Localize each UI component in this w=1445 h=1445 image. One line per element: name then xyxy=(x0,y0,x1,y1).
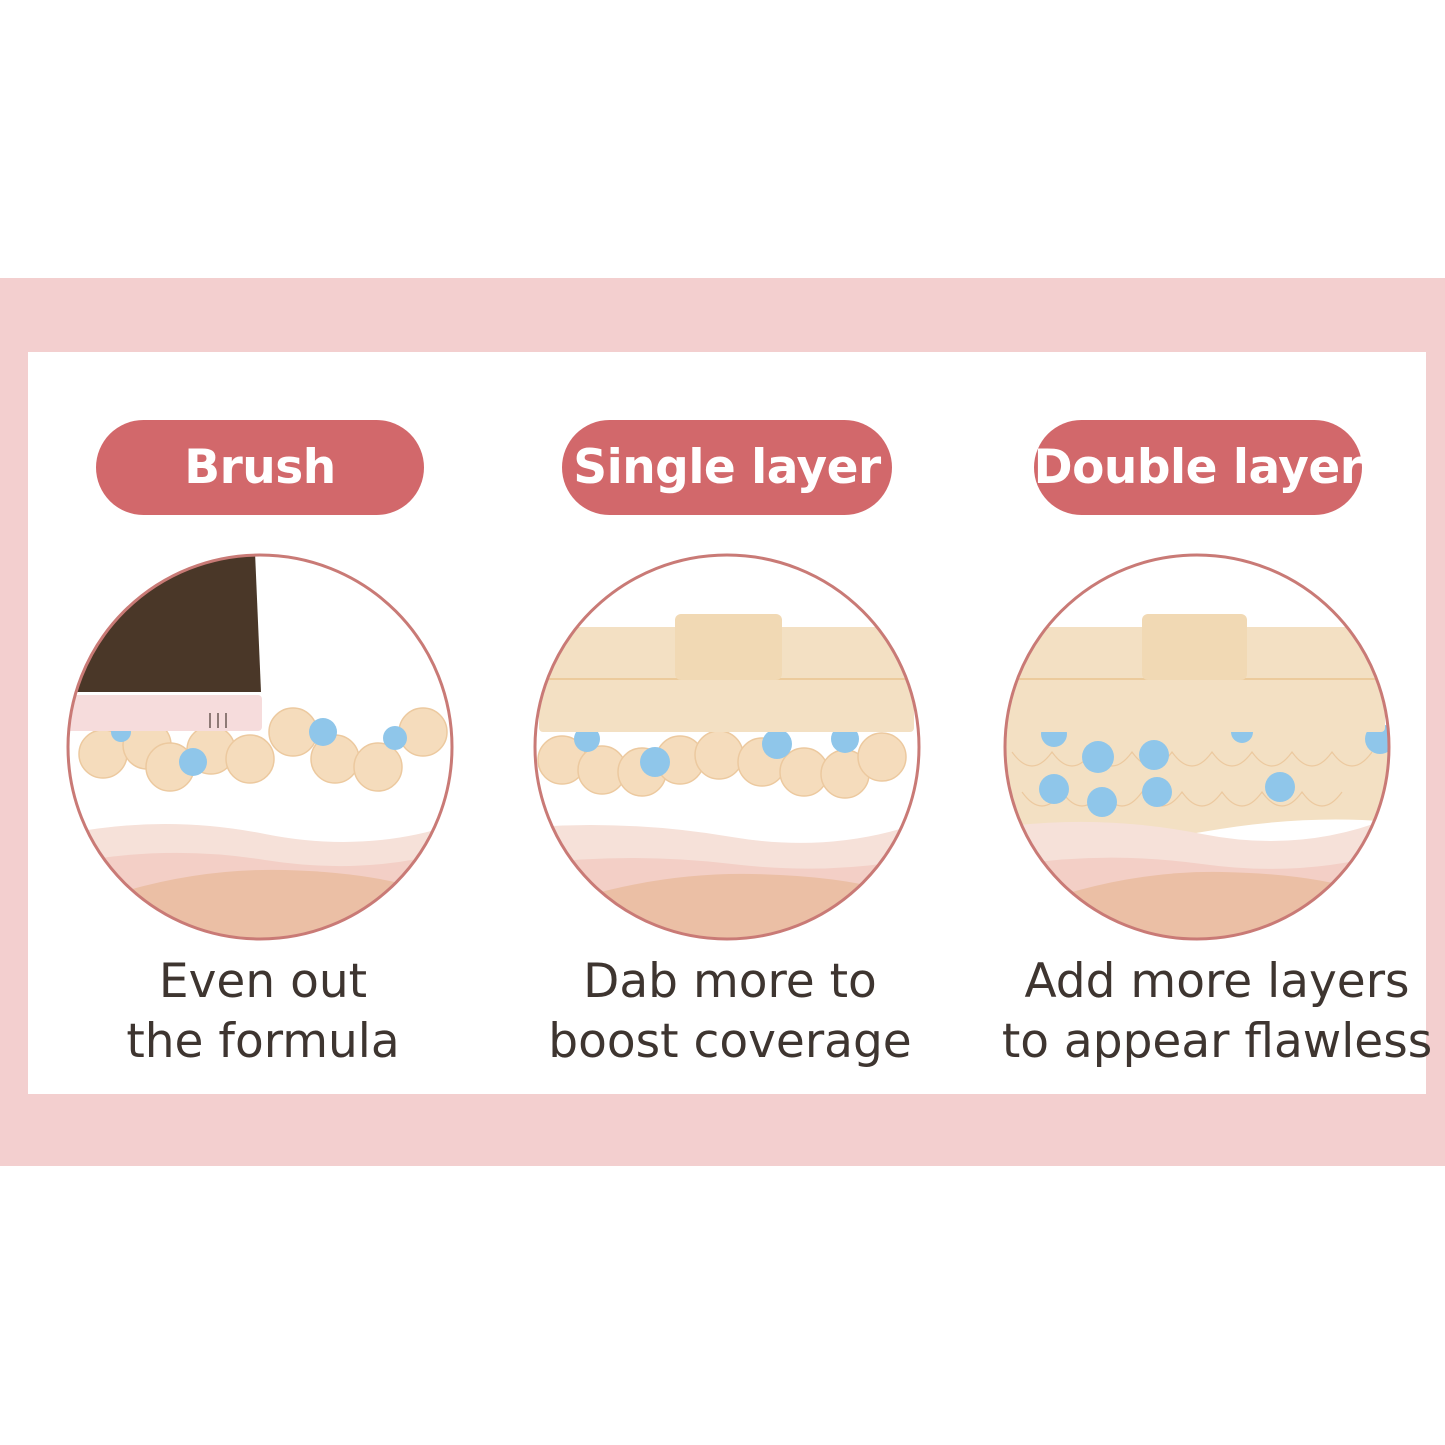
step-caption: Add more layers to appear flawless xyxy=(1001,954,1433,1069)
brush-illustration-icon xyxy=(66,553,454,941)
step-caption: Even out the formula xyxy=(126,954,400,1069)
puff-single-layer-icon xyxy=(533,553,921,941)
step-label-pill: Single layer xyxy=(562,420,892,515)
steps-panel: Brush xyxy=(28,352,1432,1094)
puff-double-layer-icon xyxy=(1003,553,1391,941)
step-single-layer: Single layer xyxy=(495,352,965,1094)
step-double-layer: Double layer xyxy=(962,352,1432,1094)
step-caption: Dab more to boost coverage xyxy=(548,954,912,1069)
step-label-pill: Brush xyxy=(96,420,424,515)
step-brush: Brush xyxy=(28,352,498,1094)
step-label-pill: Double layer xyxy=(1034,420,1363,515)
